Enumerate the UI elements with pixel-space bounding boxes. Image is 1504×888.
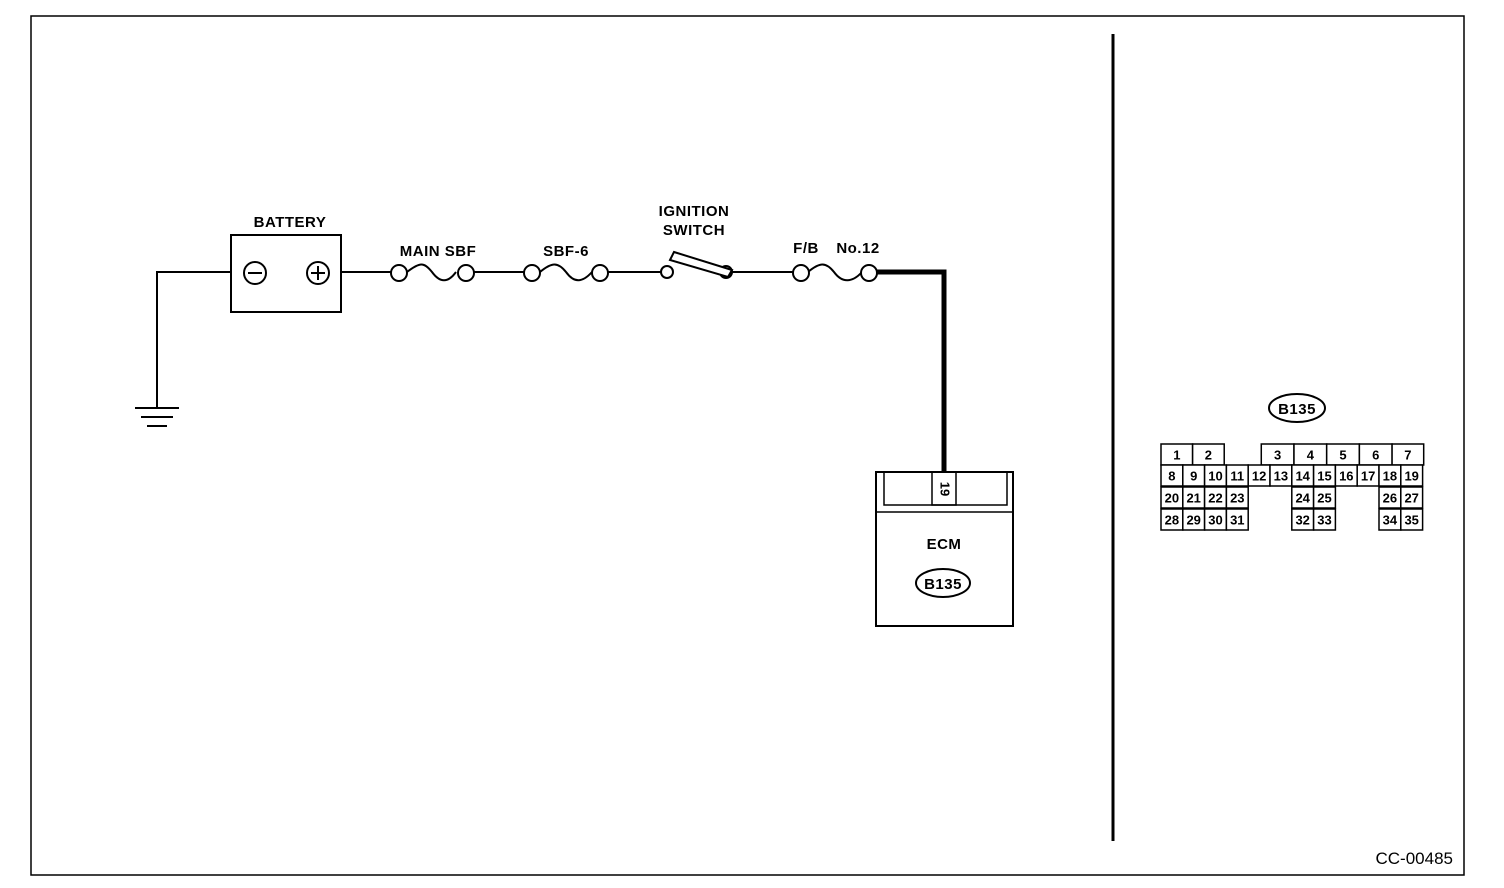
connector-pin-15: 15	[1317, 469, 1331, 484]
connector-pin-3: 3	[1274, 448, 1281, 463]
connector-pin-8: 8	[1168, 469, 1175, 484]
connector-pin-6: 6	[1372, 448, 1379, 463]
connector-pin-26: 26	[1383, 491, 1397, 506]
connector-pin-19: 19	[1404, 469, 1418, 484]
connector-cell	[1400, 464, 1424, 487]
fb-label: F/B	[793, 240, 819, 257]
connector-pin-29: 29	[1186, 513, 1200, 528]
connector-pin-18: 18	[1383, 469, 1397, 484]
connector-pin-28: 28	[1165, 513, 1179, 528]
connector-pin-16: 16	[1339, 469, 1353, 484]
diagram-frame	[30, 15, 1465, 876]
figure-code: CC-00485	[1376, 849, 1454, 868]
ground-symbol	[135, 271, 231, 427]
ecm-pin-label: 19	[938, 482, 953, 496]
battery-positive-terminal	[306, 261, 330, 285]
connector-pin-34: 34	[1383, 513, 1398, 528]
connector-pin-32: 32	[1295, 513, 1309, 528]
battery-negative-terminal	[243, 261, 267, 285]
ignition-label-line2: SWITCH	[663, 222, 725, 239]
connector-pin-5: 5	[1339, 448, 1346, 463]
connector-pin-7: 7	[1404, 448, 1411, 463]
connector-cell	[1312, 508, 1337, 531]
connector-cell	[1312, 486, 1337, 509]
main-sbf-fuse	[390, 263, 475, 282]
connector-pin-10: 10	[1208, 469, 1222, 484]
connector-pin-17: 17	[1361, 469, 1375, 484]
sbf6-label: SBF-6	[543, 243, 589, 260]
connector-pin-14: 14	[1295, 469, 1310, 484]
main-sbf-label: MAIN SBF	[400, 243, 477, 260]
connector-pin-13: 13	[1274, 469, 1288, 484]
connector-pin-9: 9	[1190, 469, 1197, 484]
connector-pin-30: 30	[1208, 513, 1222, 528]
ecm-connector-label: B135	[924, 576, 962, 593]
connector-cell	[1225, 486, 1249, 509]
connector-pin-24: 24	[1295, 491, 1310, 506]
no12-label: No.12	[836, 240, 879, 257]
ecm-unit	[875, 471, 1014, 627]
connector-pin-27: 27	[1404, 491, 1418, 506]
connector-pin-33: 33	[1317, 513, 1331, 528]
connector-cell	[1400, 486, 1424, 509]
connector-pin-31: 31	[1230, 513, 1244, 528]
connector-pin-23: 23	[1230, 491, 1244, 506]
connector-pin-21: 21	[1186, 491, 1200, 506]
connector-cell	[1225, 508, 1249, 531]
connector-pin-20: 20	[1165, 491, 1179, 506]
connector-pin-22: 22	[1208, 491, 1222, 506]
connector-pin-1: 1	[1173, 448, 1180, 463]
ecm-connector-badge	[915, 568, 971, 598]
sbf6-fuse	[523, 263, 609, 282]
battery	[230, 234, 342, 313]
ignition-switch	[660, 250, 734, 279]
connector-pin-4: 4	[1307, 448, 1315, 463]
connector-pin-2: 2	[1205, 448, 1212, 463]
connector-title-badge	[1268, 393, 1326, 423]
ecm-label: ECM	[927, 536, 962, 553]
battery-label: BATTERY	[254, 214, 327, 231]
connector-pin-35: 35	[1404, 513, 1418, 528]
fb-no12-fuse	[792, 263, 878, 282]
ignition-label-line1: IGNITION	[659, 203, 730, 220]
connector-pin-12: 12	[1252, 469, 1266, 484]
connector-pin-25: 25	[1317, 491, 1331, 506]
connector-pin-11: 11	[1230, 469, 1244, 484]
connector-cell	[1400, 508, 1424, 531]
connector-title-label: B135	[1278, 401, 1316, 418]
ecm-power-wire	[877, 269, 947, 472]
